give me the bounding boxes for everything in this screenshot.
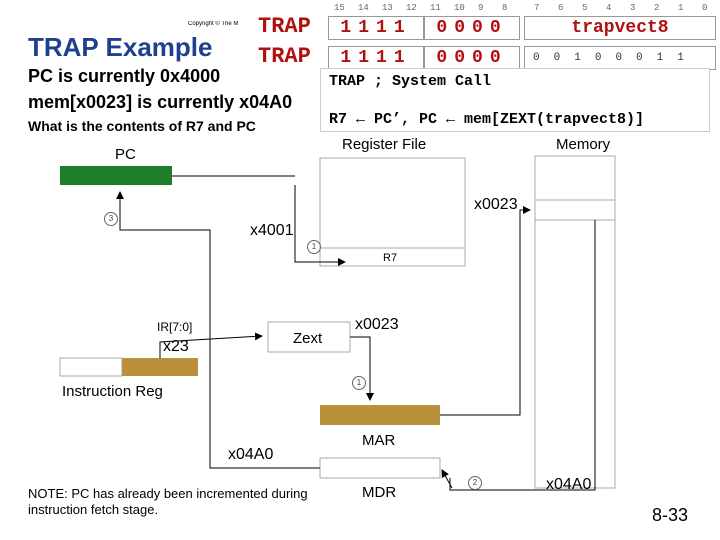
mar-label: MAR [362,432,396,449]
bit: 1 [656,52,678,64]
bit-number: 15 [334,3,345,13]
bit-number: 2 [654,3,660,13]
bit: 0 [472,48,490,68]
copyright-text: Copyright © The M [188,21,239,27]
bit: 0 [436,48,455,68]
r7-label: R7 [383,252,398,264]
slide-number: 8-33 [652,505,689,525]
zext-label: Zext [293,330,323,347]
bit-number: 3 [630,3,636,13]
bit: 0 [454,18,472,38]
pc-register [60,166,172,185]
bit: 1 [376,48,394,68]
value-mem-addr: x0023 [474,196,518,213]
bit: 0 [489,48,508,68]
bit: 1 [393,18,412,38]
step-3-marker: 3 [104,212,118,226]
value-zext: x0023 [355,316,399,333]
value-mdr-left: x04A0 [228,446,274,463]
bit: 0 [472,18,490,38]
bit: 0 [489,18,508,38]
bit: 1 [677,52,698,64]
code-line-1: TRAP ; System Call [329,73,492,90]
mdr-label: MDR [362,484,397,501]
bit: 0 [454,48,472,68]
bit-number: 10 [454,3,465,13]
bit: 0 [594,52,616,64]
bit-number: 0 [702,3,708,13]
bit-number: 7 [534,3,540,13]
bit: 0 [615,52,637,64]
bit: 0 [533,52,554,64]
ir-field-label: IR[7:0] [157,320,193,334]
trapvect8-field: trapvect8 [524,16,716,40]
bit-number: 6 [558,3,564,13]
bit: 0 [636,52,657,64]
step-2-marker: 2 [468,476,482,490]
instruction-reg-label: Instruction Reg [62,383,163,400]
bit-number: 8 [502,3,508,13]
encoding-row-1: 1111 0000 trapvect8 [328,16,720,40]
bit: 0 [553,52,575,64]
mdr-register [319,457,441,479]
code-line-2: R7 ← PC’, PC ← mem[ZEXT(trapvect8)] [329,111,645,128]
bit-number: 13 [382,3,393,13]
bit-number: 9 [478,3,484,13]
bit-number-row: 15 14 13 12 11 10 9 8 7 6 5 4 3 2 1 0 [330,3,718,15]
trap-mnemonic-1: TRAP [258,14,311,39]
value-ir: x23 [163,338,189,355]
bit: 1 [574,52,595,64]
bit-number: 11 [430,3,441,13]
question-line-2: mem[x0023] is currently x04A0 [28,92,293,112]
bit-number: 4 [606,3,612,13]
ir-low-field [59,357,123,377]
bit: 1 [358,48,376,68]
question-line-1: PC is currently 0x4000 [28,66,221,86]
question-line-3: What is the contents of R7 and PC [28,118,256,134]
memory-cell-x0023 [534,199,616,221]
bit-number: 1 [678,3,684,13]
bit: 1 [358,18,376,38]
mar-register [320,405,440,425]
slide-title: TRAP Example [28,32,213,62]
trap-mnemonic-2: TRAP [258,44,311,69]
bit: 0 [436,18,455,38]
step-1-marker: 1 [307,240,321,254]
step-1-marker: 1 [352,376,366,390]
zero-bits: 0000 [424,46,520,70]
bit: 1 [393,48,412,68]
value-pc-plus: x4001 [250,222,294,239]
footnote: NOTE: PC has already been incremented du… [28,486,308,517]
bit-number: 5 [582,3,588,13]
r7-register [319,247,466,267]
memory-label: Memory [556,136,611,153]
ir-vector-field [122,358,198,376]
bit-number: 12 [406,3,417,13]
bit-number: 14 [358,3,369,13]
bit: 1 [340,18,359,38]
pc-label: PC [115,146,136,163]
bit: 1 [376,18,394,38]
zero-bits: 0000 [424,16,520,40]
register-file-label: Register File [342,136,427,153]
bit: 1 [340,48,359,68]
value-mdr-right: x04A0 [546,476,592,493]
code-box: TRAP ; System Call R7 ← PC’, PC ← mem[ZE… [320,68,710,132]
opcode-bits: 1111 [328,16,424,40]
